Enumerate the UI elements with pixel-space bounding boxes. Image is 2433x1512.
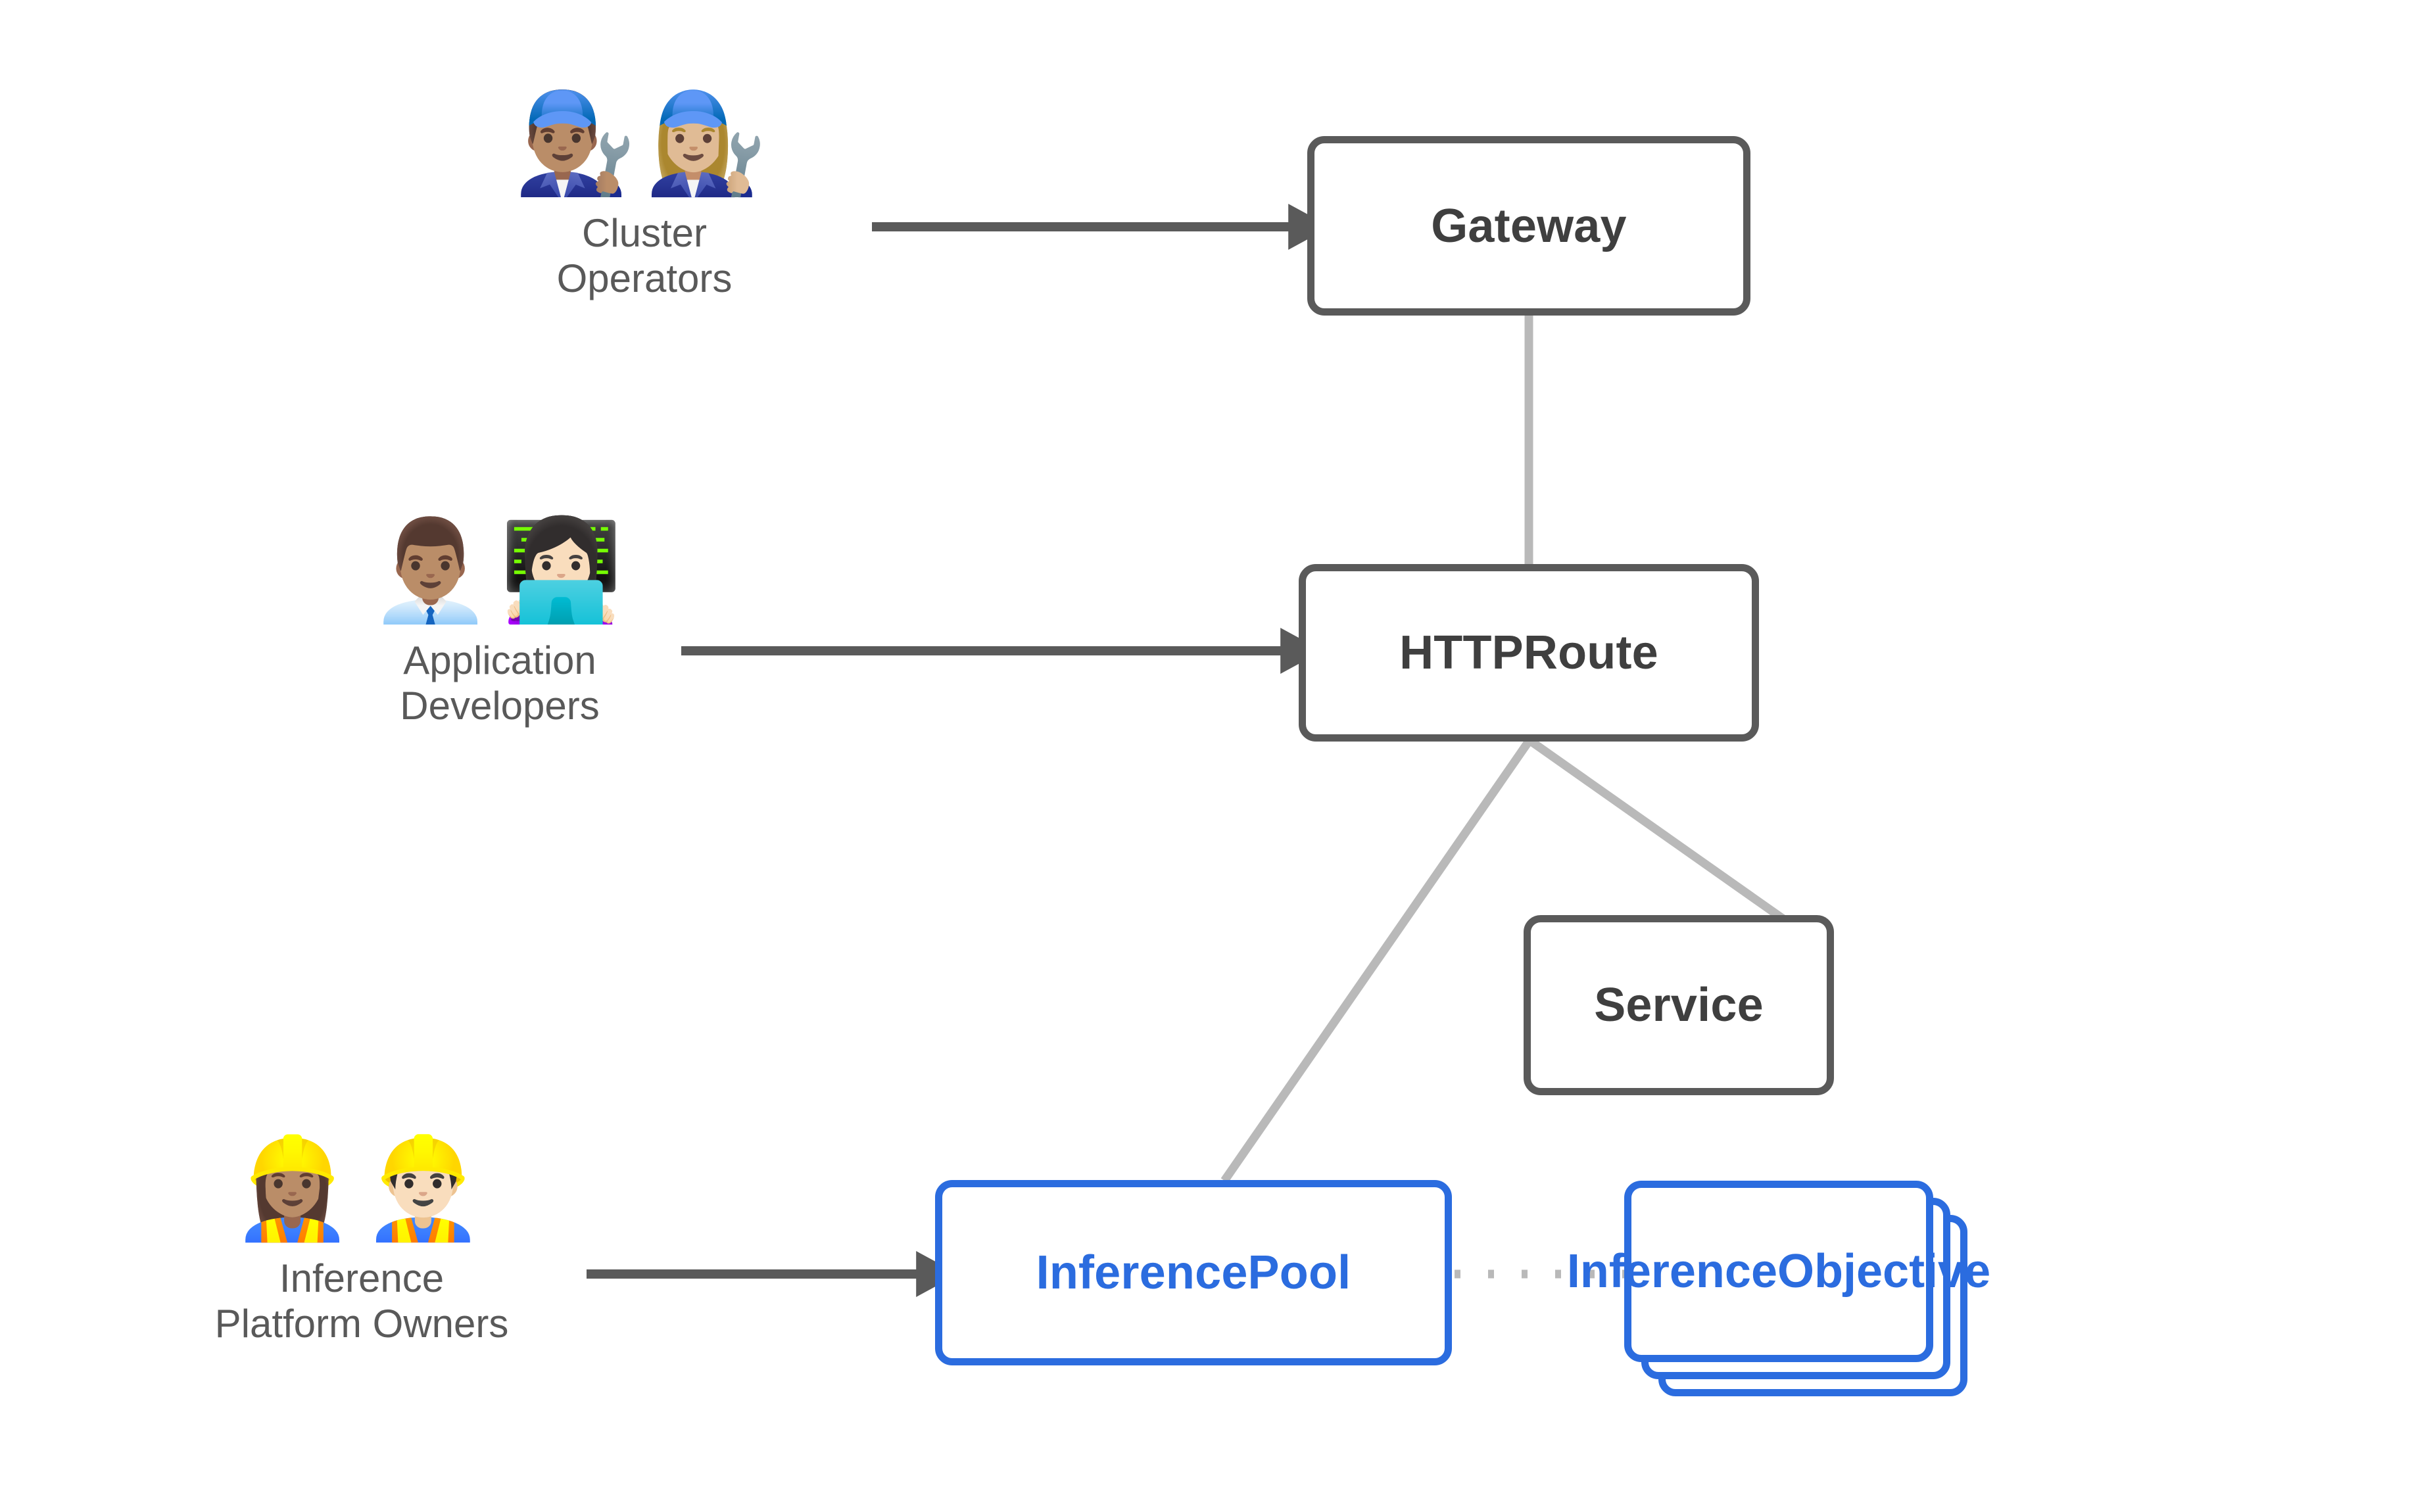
httproute-label: HTTPRoute xyxy=(1399,626,1658,679)
inferenceobjective-card-front[interactable]: InferenceObjective xyxy=(1567,1181,1990,1362)
node-service[interactable]: Service xyxy=(1524,915,1834,1095)
inference-platform-owners-label: Inference Platform Owners xyxy=(214,1256,509,1346)
inferenceobjective-label: InferenceObjective xyxy=(1566,1245,1991,1298)
inferencepool-label: InferencePool xyxy=(1036,1246,1351,1299)
node-inferencepool[interactable]: InferencePool xyxy=(935,1180,1452,1365)
node-inferenceobjective-stack[interactable]: InferenceObjective xyxy=(1567,1181,1990,1398)
node-gateway[interactable]: Gateway xyxy=(1307,136,1750,316)
edge-httproute-to-inferencepool xyxy=(1220,738,1533,1183)
actor-cluster-operators: 👨🏽‍🔧👩🏼‍🔧 Cluster Operators xyxy=(460,86,829,302)
cluster-operators-label: Cluster Operators xyxy=(556,210,733,301)
service-label: Service xyxy=(1594,979,1764,1031)
gateway-label: Gateway xyxy=(1431,199,1627,252)
cluster-operators-emoji: 👨🏽‍🔧👩🏼‍🔧 xyxy=(514,86,775,201)
inference-platform-owners-emoji: 👷🏽‍♀️👷🏻‍♂️ xyxy=(231,1131,493,1246)
edge-httproute-to-service xyxy=(1527,736,1786,923)
actor-application-developers: 👨🏽‍💼👩🏻‍💻 Application Developers xyxy=(283,519,717,729)
actor-inference-platform-owners: 👷🏽‍♀️👷🏻‍♂️ Inference Platform Owners xyxy=(125,1137,598,1347)
application-developers-emoji: 👨🏽‍💼👩🏻‍💻 xyxy=(369,513,631,628)
application-developers-label: Application Developers xyxy=(400,638,600,728)
node-httproute[interactable]: HTTPRoute xyxy=(1299,564,1759,742)
